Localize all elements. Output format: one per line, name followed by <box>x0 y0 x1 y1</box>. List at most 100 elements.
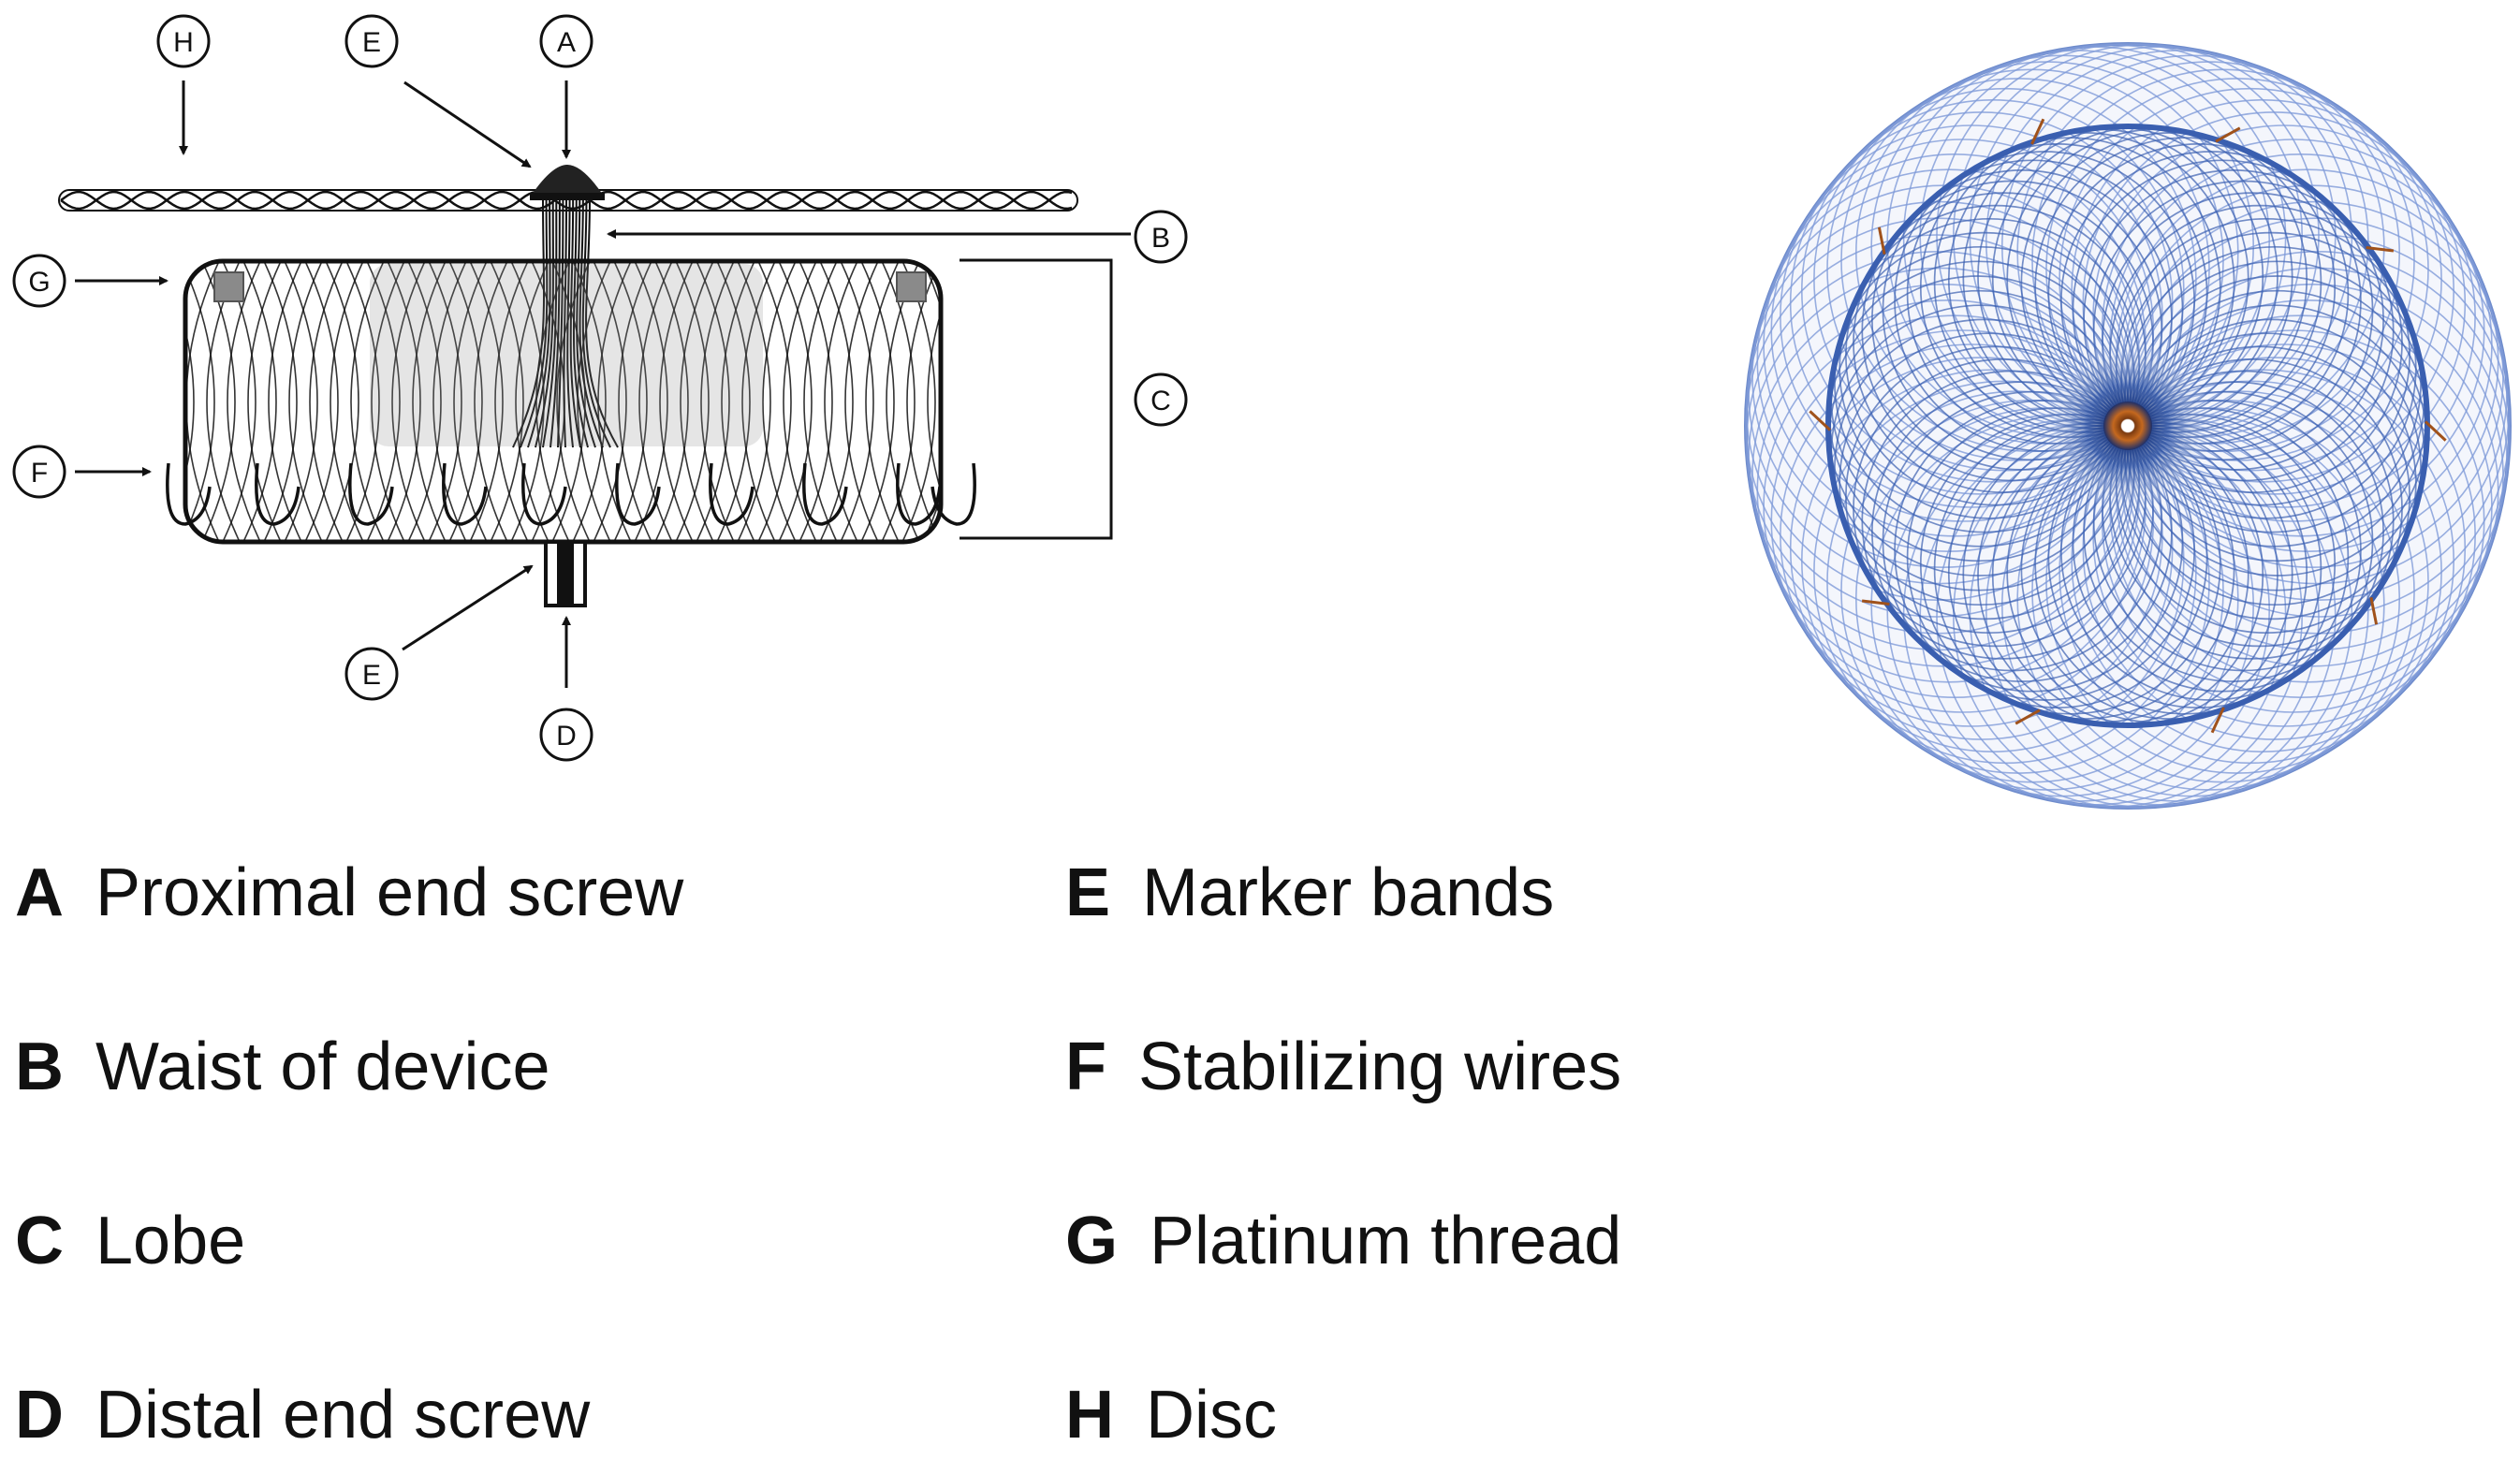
waist-strand <box>581 199 611 448</box>
top-view-hook <box>2030 118 2045 145</box>
callout-c: C <box>1134 372 1188 427</box>
lobe-strand <box>284 261 318 542</box>
top-view-hook <box>1809 410 1832 431</box>
waist-strand <box>557 199 564 448</box>
lobe-strand <box>948 261 981 542</box>
lobe-strand <box>618 261 652 542</box>
platinum-thread-marker-left <box>213 271 244 302</box>
device-diagram-figure: H E A B G C F E <box>12 14 2512 810</box>
distal-marker-band <box>557 544 574 604</box>
lobe-strand <box>593 261 627 542</box>
lobe-strand <box>638 261 673 542</box>
stabilizing-wire-hook <box>615 462 661 526</box>
lobe-strand <box>474 261 508 542</box>
lobe-mesh-loop <box>2102 192 2403 493</box>
stabilizing-wires <box>166 462 976 526</box>
lobe-strand <box>185 261 215 542</box>
lobe-strand <box>985 261 1018 542</box>
proximal-marker-band <box>530 193 605 200</box>
disc-mesh-loop <box>2071 98 2454 483</box>
lobe-strand <box>865 261 900 542</box>
lobe-strand <box>325 261 359 542</box>
legend-label: Lobe <box>95 1204 246 1278</box>
callout-h-label: H <box>173 27 194 58</box>
lobe-strand <box>288 261 323 542</box>
lobe-bracket <box>960 258 1113 540</box>
lobe-strand <box>819 261 854 542</box>
lobe-strand <box>721 261 755 542</box>
legend-label: Platinum thread <box>1150 1204 1622 1278</box>
top-view-hook <box>2015 708 2041 725</box>
lobe-strand <box>371 261 405 542</box>
callout-b: B <box>1134 210 1188 264</box>
stabilizing-wire-hook <box>802 462 848 526</box>
legend-label: Waist of device <box>95 1029 550 1104</box>
callout-b-label: B <box>1151 223 1170 254</box>
lobe-strand <box>515 261 549 542</box>
callout-f: F <box>12 445 66 499</box>
lobe-strand <box>448 261 483 542</box>
callout-d-label: D <box>556 721 577 752</box>
lobe-strand <box>577 261 611 542</box>
lobe-strand <box>551 261 586 542</box>
lobe-strand <box>757 261 792 542</box>
lobe-strand <box>860 261 895 542</box>
lobe-strand <box>613 261 648 542</box>
lobe-strand <box>432 261 467 542</box>
lobe-strand <box>453 261 488 542</box>
lobe-mesh <box>185 261 1022 542</box>
lobe-strand <box>535 261 570 542</box>
legend-letter: G <box>1065 1204 1119 1278</box>
top-view-hook <box>2366 246 2395 253</box>
legend-label: Marker bands <box>1142 855 1555 930</box>
lobe-strand <box>185 261 195 542</box>
lobe-mesh-loop <box>2072 159 2374 461</box>
top-view-hook <box>2369 597 2379 625</box>
arrow-e-top <box>403 80 532 168</box>
waist-strand <box>542 199 558 448</box>
stabilizing-wire-hook <box>255 462 300 526</box>
top-view-hook <box>2210 707 2225 734</box>
top-view-hook <box>1861 599 1890 606</box>
top-view-hooks <box>1809 118 2447 734</box>
lobe-strand <box>412 261 447 542</box>
lobe-strand <box>531 261 565 542</box>
waist-strand <box>572 199 589 448</box>
legend-letter: C <box>15 1204 64 1278</box>
lobe-strand <box>680 261 714 542</box>
callout-e-bottom-label: E <box>362 660 381 691</box>
callout-f-label: F <box>31 458 48 489</box>
lobe-strand <box>737 261 771 542</box>
lobe-strand <box>844 261 879 542</box>
callout-e-top-label: E <box>362 27 381 58</box>
lobe-strand <box>762 261 797 542</box>
lobe-strand <box>798 261 833 542</box>
waist-strand <box>512 199 546 448</box>
lobe-strand <box>927 261 941 542</box>
lobe-strand <box>227 261 261 542</box>
lobe-strand <box>572 261 607 542</box>
lobe-strand <box>741 261 776 542</box>
arrow-e-bottom <box>402 564 534 651</box>
callout-h: H <box>156 14 211 68</box>
lobe-mesh-loop <box>2083 169 2384 471</box>
legend-label: Disc <box>1146 1378 1277 1453</box>
lobe-strand <box>469 261 504 542</box>
waist-strand <box>569 199 581 448</box>
platinum-thread-marker-right <box>896 271 927 302</box>
device-top-view <box>1744 42 2512 810</box>
disc-mesh-loop <box>2092 124 2476 508</box>
lobe-strand <box>428 261 462 542</box>
stabilizing-wire-hook <box>521 462 567 526</box>
lobe-strand <box>247 261 282 542</box>
waist-strand <box>566 199 574 448</box>
lobe-strand <box>556 261 591 542</box>
callout-e-bottom: E <box>344 647 399 701</box>
lobe-strand <box>840 261 874 542</box>
lobe-strand <box>700 261 735 542</box>
callout-g-label: G <box>28 267 50 298</box>
lobe-strand <box>989 261 1022 542</box>
top-view-hook <box>2215 126 2241 143</box>
